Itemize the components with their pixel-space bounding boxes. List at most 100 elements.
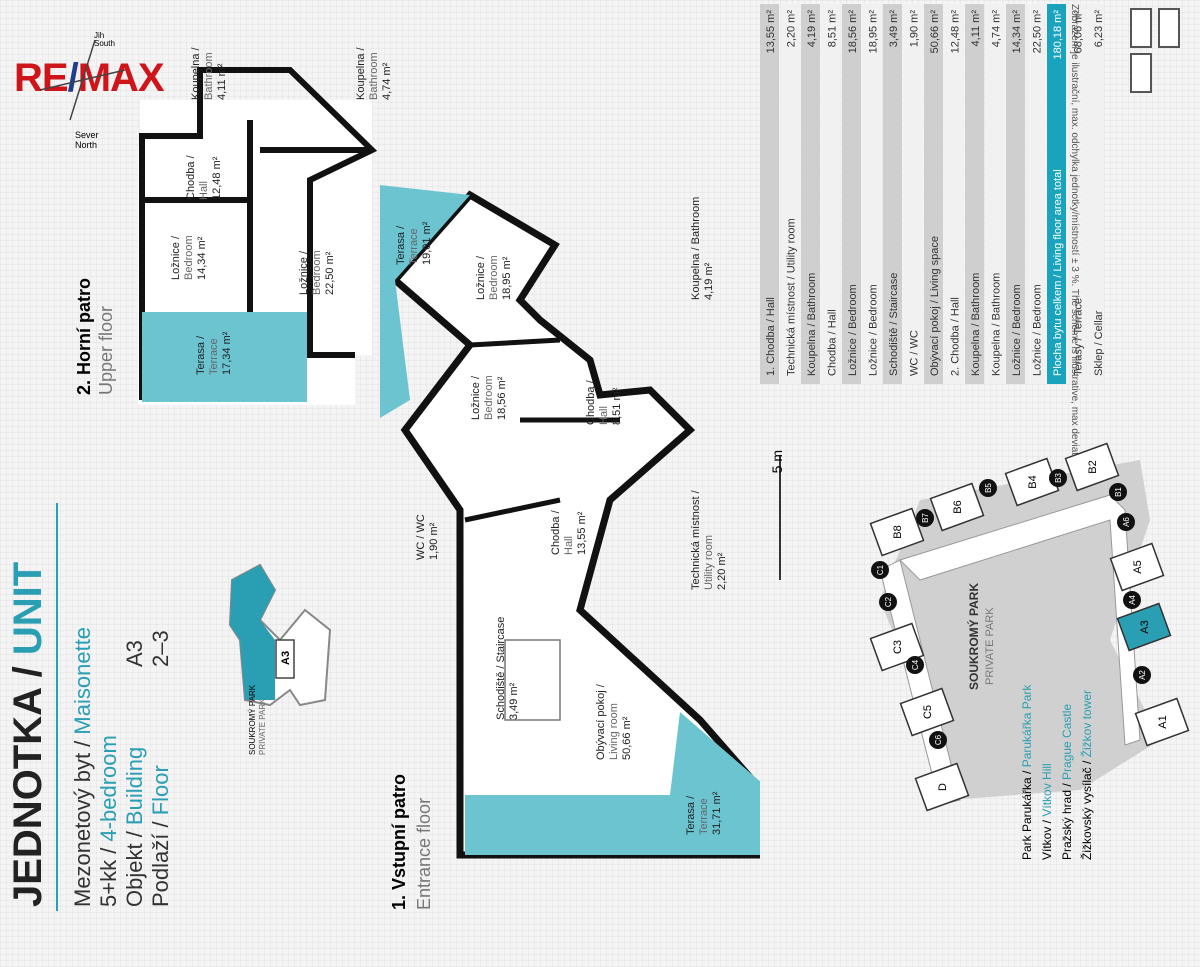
site-entrance-label: C4 [911, 659, 920, 670]
area-row-label: Ložnice / Bedroom [868, 284, 880, 376]
area-row-value: 14,34 m² [1011, 10, 1023, 54]
room-area: 13,55 m² [576, 511, 588, 555]
area-row-label: Chodba / Hall [827, 309, 839, 376]
site-building: A3 [1116, 602, 1172, 652]
site-building-label: A5 [1132, 560, 1144, 573]
area-row-value: 18,56 m² [847, 10, 859, 54]
room-name: Ložnice / [298, 250, 310, 295]
site-building: C5 [899, 687, 955, 737]
site-building: B2 [1064, 442, 1120, 492]
area-row-value: 68,06 m² [1073, 10, 1085, 54]
entrance-floor-plan [380, 185, 760, 859]
legend-item: Park Parukářka / Parukářka Park [1020, 685, 1034, 860]
room-area: 4,74 m² [381, 62, 393, 100]
room-name: Chodba / [185, 155, 197, 200]
room-name-en: Terrace [208, 338, 220, 375]
site-entrance-marker: A6 [1117, 513, 1135, 531]
site-building: B6 [929, 482, 985, 532]
site-building-label: B4 [1027, 475, 1039, 488]
compass-south: Jih [94, 31, 104, 40]
room-name-en: Hall [563, 536, 575, 555]
room-name-en: Bedroom [483, 375, 495, 420]
room-name: Ložnice / [170, 235, 182, 280]
area-row-value: 18,95 m² [868, 10, 880, 54]
area-row: Ložnice / Bedroom 22,50 m² [1026, 4, 1046, 384]
site-entrance-marker: B3 [1049, 469, 1067, 487]
keyplan-unit: A3 [280, 651, 292, 665]
room-area: 14,34 m² [196, 236, 208, 280]
area-row-value: 6,23 m² [1093, 10, 1104, 48]
room-name: Terasa / [195, 335, 207, 375]
legend-item-cz: Park Parukářka / [1020, 767, 1034, 860]
area-row-label: Plocha bytu celkem / Living floor area t… [1052, 169, 1064, 376]
area-row-value: 4,74 m² [991, 10, 1003, 48]
area-row-value: 180,18 m² [1052, 10, 1064, 60]
site-building-label: A3 [1139, 620, 1151, 633]
site-entrance-label: B3 [1054, 473, 1063, 483]
room-area: 22,50 m² [324, 251, 336, 295]
area-row-label: Obývací pokoj / Living space [929, 236, 941, 376]
room-area: 2,20 m² [716, 552, 728, 590]
site-entrance-label: A4 [1128, 595, 1137, 605]
area-row-label: Terasy / Terrace [1073, 298, 1085, 376]
room-area: 31,71 m² [711, 791, 723, 835]
area-row-label: Ložnice / Bedroom [1032, 284, 1044, 376]
legend-item-en: Žižkov tower [1080, 689, 1094, 758]
area-row-label: Sklep / Cellar [1093, 310, 1104, 376]
area-row-value: 4,19 m² [806, 10, 818, 48]
area-row-value: 8,51 m² [827, 10, 839, 48]
scale-bar: 5 m [769, 450, 785, 580]
site-plan: B2B4B6B8C3C5DA5A3A1B1B3B5B7C1C2C4C6A6A4A… [869, 442, 1190, 812]
legend-item: Pražský hrad / Prague Castle [1060, 704, 1074, 860]
area-row-value: 22,50 m² [1032, 10, 1044, 54]
room-name: Ložnice / [475, 255, 487, 300]
room-name-en: Bedroom [183, 235, 195, 280]
floor-plans: A3 SOUKROMÝ PARK PRIVATE PARK 1. Vstupní… [39, 31, 760, 910]
legend-item: Vítkov / Vítkov Hill [1040, 763, 1054, 860]
room-name-en: Terrace [408, 228, 420, 265]
area-row-value: 2,20 m² [786, 10, 798, 48]
site-building-label: B2 [1087, 460, 1099, 473]
upper-floor-subtitle: Upper floor [96, 306, 116, 395]
room-name: Terasa / [685, 795, 697, 835]
area-row-label: Koupelna / Bathroom [806, 273, 818, 376]
room-name: Chodba / [585, 380, 597, 425]
site-entrance-marker: C4 [906, 656, 924, 674]
room-area: 50,66 m² [621, 716, 633, 760]
area-row-value: 1,90 m² [909, 10, 921, 48]
room-name: Technická místnost / [690, 490, 702, 590]
area-row-label: Technická místnost / Utility room [786, 218, 798, 376]
legend-item-en: Prague Castle [1060, 703, 1074, 780]
room-name-en: Hall [198, 181, 210, 200]
site-entrance-marker: B7 [916, 509, 934, 527]
accessory-checkboxes [1130, 8, 1200, 98]
compass-rose: Sever North Jih South [39, 31, 126, 150]
checkbox-parking [1130, 8, 1152, 48]
area-row: Plocha bytu celkem / Living floor area t… [1047, 4, 1066, 384]
room-area: 1,90 m² [428, 522, 440, 560]
room-name-en: Utility room [703, 534, 715, 590]
area-row-label: 2. Chodba / Hall [950, 297, 962, 376]
room-name: Chodba / [550, 510, 562, 555]
area-row-label: WC / WC [909, 330, 921, 376]
site-building-label: C5 [922, 705, 934, 719]
compass-north: Sever [75, 130, 99, 140]
area-row: Sklep / Cellar 6,23 m² [1088, 4, 1104, 384]
room-name-en: Bedroom [311, 250, 323, 295]
